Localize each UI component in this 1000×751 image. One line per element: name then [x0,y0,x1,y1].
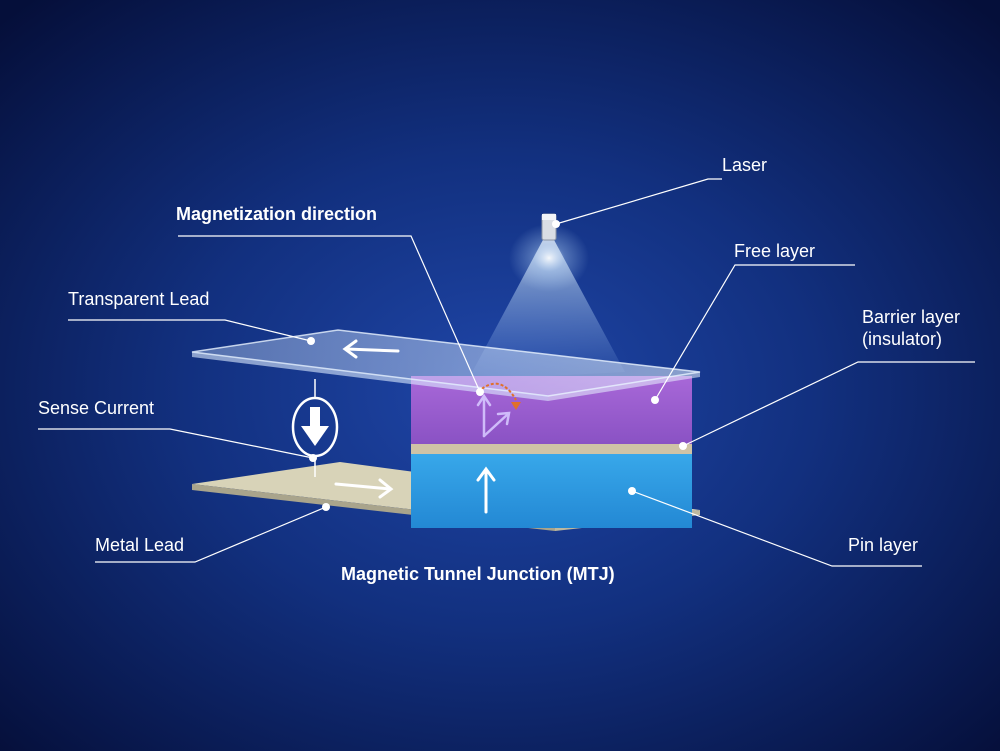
pin-layer [411,453,692,528]
leader-magnetization [178,235,481,393]
laser-glow [509,224,589,292]
down-arrow-in-ellipse-icon [301,407,329,446]
label-magnetization-direction: Magnetization direction [176,204,378,224]
leader-dots [307,220,687,511]
leader-lines [38,178,975,567]
barrier-layer [411,443,692,454]
label-sense-current: Sense Current [38,398,155,418]
precession-arrow-icon [477,382,517,401]
leader-pin-layer [631,490,922,567]
transparent-lead-edge-right [548,372,700,401]
leader-sense-current [38,428,314,459]
label-transparent-lead: Transparent Lead [68,289,210,309]
lead-arrow-right-icon [334,478,394,499]
transparent-lead-edge [192,352,548,401]
leader-barrier [682,361,975,447]
precession-arrowhead [511,402,521,410]
pin-magnetization-arrow-icon [476,466,496,514]
label-metal-lead: Metal Lead [95,535,185,555]
free-magnetization-arrow-icon [476,393,511,438]
leader-transparent-lead [68,319,312,342]
lead-arrow-left-icon [342,339,400,359]
laser-emitter-cap [542,214,556,220]
label-free-layer: Free layer [734,241,816,261]
label-barrier-layer: Barrier layer (insulator) [862,307,961,349]
leader-metal-lead [95,506,327,563]
caption: Magnetic Tunnel Junction (MTJ) [341,564,615,584]
label-pin-layer: Pin layer [848,535,919,555]
label-laser: Laser [722,155,768,175]
leader-laser [555,178,722,225]
leader-free-layer [654,264,855,401]
laser-beam [468,238,625,380]
